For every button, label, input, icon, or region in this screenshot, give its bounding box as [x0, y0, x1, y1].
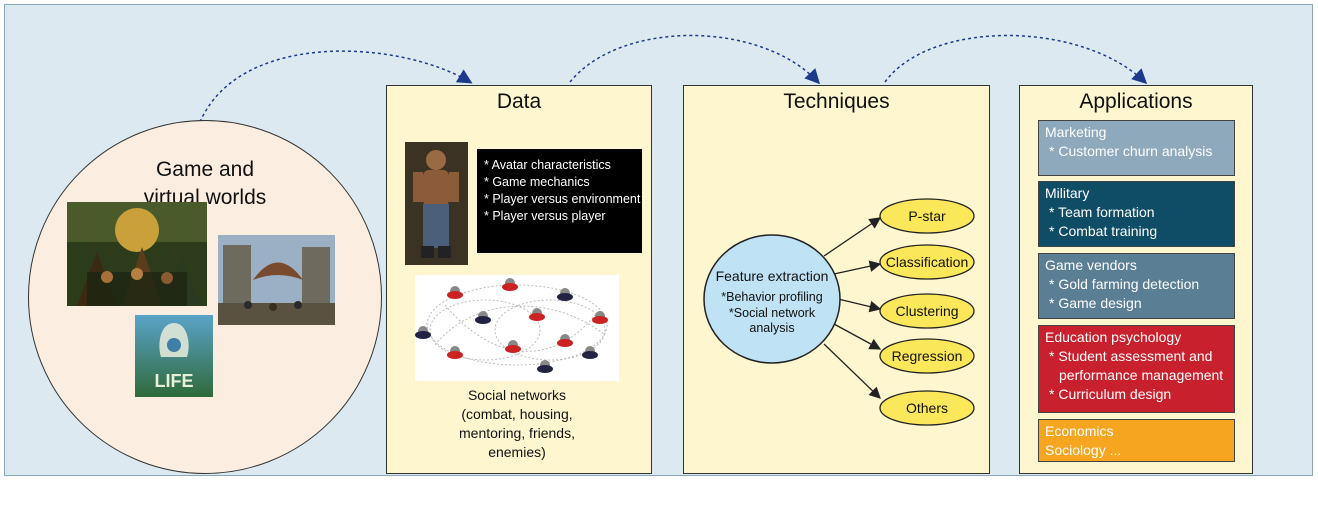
- data-panel-title: Data: [496, 90, 542, 113]
- feature-extraction-item: analysis: [749, 321, 794, 335]
- edge-to-others: [823, 343, 881, 399]
- method-clustering: Clustering: [879, 293, 975, 329]
- svg-text:Classification: Classification: [886, 254, 968, 270]
- avatar-image: [405, 142, 468, 265]
- arrow-techniques-to-applications: [884, 34, 1148, 85]
- edge-to-p-star: [823, 217, 882, 257]
- edge-to-classification: [833, 260, 882, 275]
- method-p-star: P-star: [879, 198, 975, 234]
- app-box-marketing: Marketing * Customer churn analysis: [1038, 120, 1235, 176]
- data-panel: Data * Avatar characteristics * Game mec…: [386, 85, 652, 474]
- data-characteristics-list: * Avatar characteristics * Game mechanic…: [477, 149, 642, 253]
- game-screenshot-fantasy: [67, 202, 207, 306]
- game-screenshot-dragon: [218, 235, 335, 325]
- applications-panel-title: Applications: [1079, 90, 1193, 113]
- social-networks-caption: Social networks (combat, housing, mentor…: [459, 387, 575, 460]
- second-life-logo-text: LIFE: [155, 371, 194, 391]
- feature-extraction-item: *Behavior profiling: [721, 290, 822, 304]
- app-box-education-psychology: Education psychology * Student assessmen…: [1038, 325, 1235, 413]
- second-life-logo: LIFE: [135, 315, 213, 397]
- app-box-economics-sociology: Economics Sociology ...: [1038, 419, 1235, 462]
- techniques-panel: Techniques Feature extraction *Behavior …: [683, 85, 990, 474]
- method-classification: Classification: [879, 244, 975, 280]
- method-regression: Regression: [879, 338, 975, 374]
- app-box-game-vendors: Game vendors * Gold farming detection * …: [1038, 253, 1235, 319]
- svg-text:Others: Others: [906, 400, 948, 416]
- feature-extraction-node: [703, 234, 841, 364]
- svg-text:Regression: Regression: [892, 348, 963, 364]
- feature-extraction-title: Feature extraction: [716, 268, 829, 284]
- edge-to-clustering: [837, 298, 882, 313]
- svg-text:P-star: P-star: [908, 208, 946, 224]
- arrow-data-to-techniques: [569, 34, 821, 85]
- applications-panel: Applications Marketing * Customer churn …: [1019, 85, 1253, 474]
- social-network-graph: [415, 275, 619, 381]
- method-others: Others: [879, 390, 975, 426]
- techniques-panel-title: Techniques: [783, 90, 890, 113]
- network-nodes: [415, 278, 608, 373]
- arrow-worlds-to-data: [199, 50, 473, 123]
- svg-text:Clustering: Clustering: [895, 303, 958, 319]
- techniques-graph: Feature extraction *Behavior profiling *…: [703, 198, 975, 426]
- app-box-military: Military * Team formation * Combat train…: [1038, 181, 1235, 247]
- feature-extraction-item: *Social network: [729, 306, 816, 320]
- edge-to-regression: [833, 323, 882, 350]
